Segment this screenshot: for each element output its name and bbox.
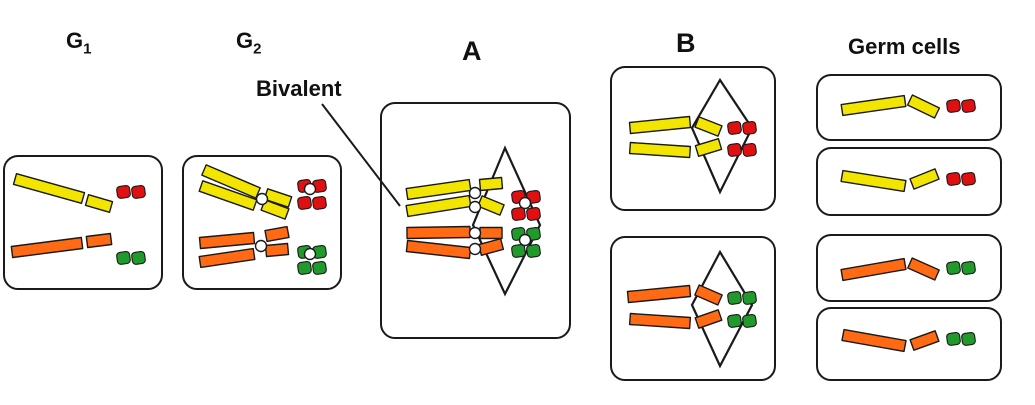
- germ-1-red-genes-right: [961, 98, 976, 113]
- b-top-yellow-long-arm-1: [628, 115, 692, 135]
- g2-yellow-centromere: [255, 192, 269, 206]
- spindle-b-top: [690, 77, 754, 195]
- germ-4-green-genes-left: [946, 331, 961, 346]
- b-top-yellow-short-arm-2: [694, 137, 723, 158]
- b-top-yellow-short-arm-1: [694, 116, 723, 137]
- bivalent-pointer-line: [321, 103, 401, 207]
- b-top-red-genes-1-right: [742, 120, 757, 135]
- a-orange-centromere-2: [468, 242, 482, 256]
- b-top-yellow-long-arm-2: [628, 141, 692, 159]
- stage-label-b: B: [676, 28, 696, 58]
- germ-1-red-genes-left: [946, 98, 961, 113]
- g1-yellow-long-arm: [12, 172, 86, 205]
- g2-red-genes-centre: [303, 182, 317, 196]
- centromeres: [254, 182, 532, 261]
- g1-letter: G: [66, 28, 84, 53]
- g2-orange-long-arm-2: [198, 247, 256, 269]
- g1-green-genes-right: [131, 250, 146, 265]
- g2-letter: G: [236, 28, 254, 53]
- germ-1-yellow-short-arm: [906, 94, 941, 119]
- a-yellow-short-arm-2: [477, 195, 505, 216]
- g2-red-genes-bottom-left: [297, 195, 312, 210]
- g2-green-genes-bottom-left: [297, 260, 312, 275]
- stage-label-g1: G1: [66, 28, 91, 57]
- germ-3-green-genes-right: [961, 260, 976, 275]
- g1-green-genes-left: [116, 250, 131, 265]
- a-red-genes-bottom-left: [511, 206, 526, 221]
- g1-orange-long-arm: [10, 236, 84, 259]
- b-bottom-orange-long-arm-1: [626, 284, 692, 304]
- b-top-red-genes-1-left: [727, 120, 742, 135]
- germ-3-orange-short-arm: [907, 257, 940, 281]
- a-yellow-short-arm-1: [478, 176, 504, 192]
- cell-box-germ-1: [816, 74, 1002, 141]
- b-bottom-green-genes-1-right: [742, 290, 757, 305]
- a-green-genes-bottom-right: [526, 243, 541, 258]
- cell-box-g1: [3, 155, 163, 290]
- a-red-genes-centre: [518, 196, 532, 210]
- stage-label-a: A: [462, 36, 482, 66]
- germ-4-orange-short-arm: [909, 330, 940, 351]
- germ-3-orange-long-arm: [840, 257, 907, 282]
- g2-orange-short-arm-1: [264, 225, 290, 243]
- b-bottom-green-genes-1-left: [727, 290, 742, 305]
- g1-red-genes-right: [131, 184, 146, 199]
- germ-2-red-genes-left: [946, 171, 961, 186]
- a-green-genes-bottom-left: [511, 243, 526, 258]
- a-orange-centromere-1: [468, 226, 482, 240]
- a-red-genes-bottom-right: [526, 206, 541, 221]
- germ-1-yellow-long-arm: [840, 94, 907, 117]
- g2-orange-short-arm-2: [264, 242, 290, 258]
- a-yellow-centromere-2: [468, 200, 482, 214]
- b-bottom-green-genes-2-right: [742, 313, 757, 328]
- bivalent-label: Bivalent: [256, 76, 342, 101]
- chromosomes: [10, 94, 941, 353]
- g2-yellow-short-arm-1: [263, 188, 293, 208]
- a-orange-short-arm-1: [479, 226, 503, 240]
- g1-red-genes-left: [116, 184, 131, 199]
- a-green-genes-centre: [518, 233, 532, 247]
- germ-2-red-genes-right: [961, 171, 976, 186]
- germ-4-green-genes-right: [961, 331, 976, 346]
- b-top-red-genes-2-left: [727, 142, 742, 157]
- a-orange-long-arm-1: [406, 225, 471, 240]
- g2-green-genes-bottom-right: [312, 260, 327, 275]
- g1-yellow-short-arm: [84, 193, 114, 214]
- a-yellow-long-arm-2: [405, 194, 472, 218]
- g2-orange-long-arm-1: [198, 231, 256, 250]
- b-bottom-orange-short-arm-1: [694, 284, 723, 306]
- g2-red-genes-bottom-right: [312, 195, 327, 210]
- germ-3-green-genes-left: [946, 260, 961, 275]
- g1-orange-short-arm: [85, 232, 113, 249]
- cell-box-germ-4: [816, 307, 1002, 381]
- a-yellow-long-arm-1: [405, 178, 472, 201]
- b-bottom-green-genes-2-left: [727, 313, 742, 328]
- stage-label-g2: G2: [236, 28, 261, 57]
- g2-yellow-long-arm-1: [201, 164, 261, 199]
- cell-box-germ-2: [816, 147, 1002, 216]
- stage-label-germ-cells: Germ cells: [848, 34, 961, 59]
- b-top-red-genes-2-right: [742, 142, 757, 157]
- b-bottom-orange-long-arm-2: [628, 312, 692, 330]
- g1-subscript: 1: [83, 40, 92, 58]
- b-bottom-orange-short-arm-2: [694, 309, 723, 329]
- germ-4-orange-long-arm: [841, 328, 907, 353]
- g2-green-genes-centre: [303, 247, 317, 261]
- germ-2-yellow-long-arm: [840, 169, 907, 193]
- cell-box-b-top: [610, 66, 776, 211]
- g2-orange-centromere: [254, 239, 268, 253]
- a-yellow-centromere-1: [468, 186, 482, 200]
- germ-2-yellow-short-arm: [909, 168, 940, 190]
- g2-subscript: 2: [253, 40, 262, 58]
